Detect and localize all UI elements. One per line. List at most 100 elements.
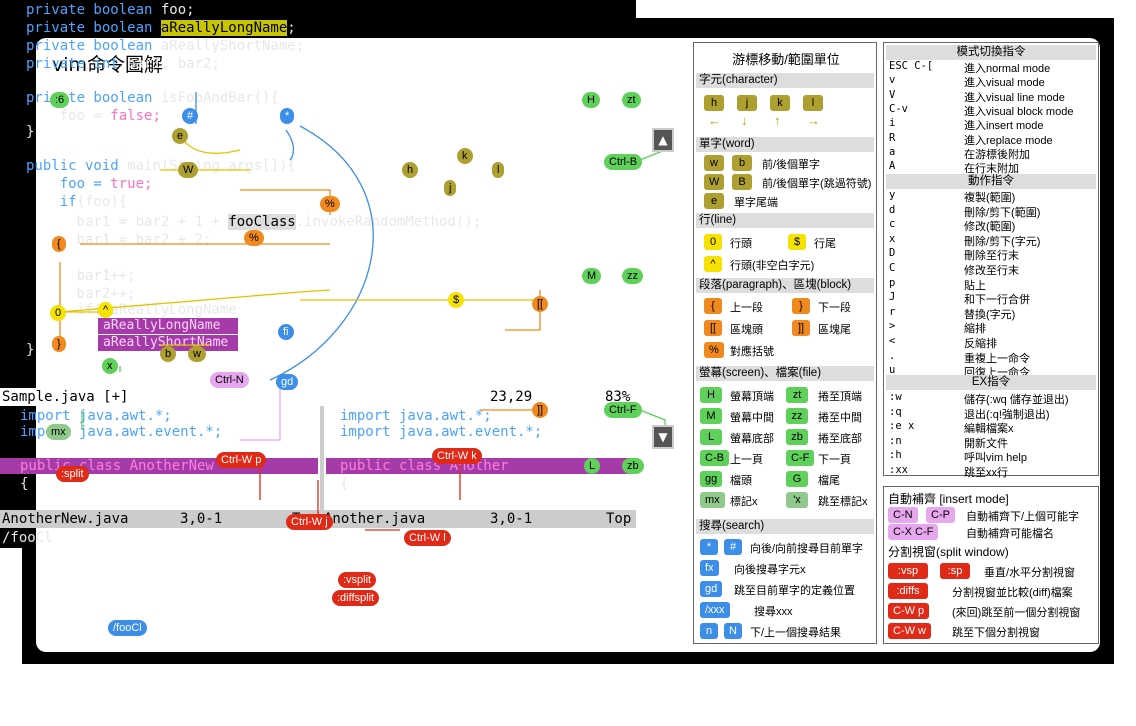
key-tag-ctrlwl[interactable]: Ctrl-W l — [404, 530, 451, 546]
key-tag-fi[interactable]: fi — [278, 324, 294, 340]
key-badge[interactable]: B — [732, 174, 752, 190]
key-badge[interactable]: H — [700, 387, 722, 403]
scroll-up-icon[interactable]: ▲ — [652, 128, 674, 152]
key-badge[interactable]: zz — [786, 408, 808, 424]
key-badge[interactable]: } — [792, 298, 810, 314]
key-badge[interactable]: gd — [700, 581, 723, 597]
key-tag-dollar[interactable]: $ — [448, 292, 465, 308]
cmd-key: C-v — [889, 102, 908, 115]
key-tag-bracket2[interactable]: ]] — [532, 402, 549, 418]
key-badge[interactable]: $ — [788, 234, 806, 250]
key-tag-e[interactable]: e — [172, 128, 189, 144]
key-tag-vsplit[interactable]: :vsplit — [338, 572, 377, 588]
key-badge[interactable]: k — [770, 95, 790, 111]
key-tag-j[interactable]: j — [444, 180, 457, 196]
split-divider[interactable] — [320, 406, 324, 510]
key-badge[interactable]: C-W p — [888, 603, 930, 619]
key-tag-W[interactable]: W — [178, 162, 199, 178]
key-tag-zb[interactable]: zb — [622, 458, 644, 474]
key-tag-caret[interactable]: ^ — [98, 302, 114, 318]
key-tag-zt[interactable]: zt — [622, 92, 641, 108]
key-tag-ctrlb[interactable]: Ctrl-B — [604, 154, 643, 170]
key-tag-gd[interactable]: gd — [276, 374, 299, 390]
key-tag-h[interactable]: h — [402, 162, 419, 178]
code-post: (foo){ — [76, 194, 128, 210]
key-tag-w[interactable]: w — [188, 346, 206, 362]
command-line[interactable]: /fooCl — [2, 530, 53, 546]
key-tag-zero[interactable]: 0 — [50, 305, 67, 321]
key-tag-mx[interactable]: mx — [46, 424, 71, 440]
key-badge[interactable]: fx — [700, 560, 719, 576]
key-badge[interactable]: { — [704, 298, 722, 314]
key-tag-diffsplit[interactable]: :diffsplit — [332, 590, 380, 606]
key-tag-ctrlf[interactable]: Ctrl-F — [604, 402, 642, 418]
key-tag-M[interactable]: M — [582, 268, 602, 284]
key-badge[interactable]: 'x — [786, 492, 808, 508]
key-badge[interactable]: C-W w — [888, 623, 931, 639]
key-badge[interactable]: :sp — [940, 563, 970, 579]
key-tag-t6[interactable]: :6 — [50, 92, 70, 108]
key-badge[interactable]: M — [700, 408, 722, 424]
key-badge[interactable]: [[ — [704, 320, 722, 336]
key-tag-ctrlwp[interactable]: Ctrl-W p — [216, 452, 267, 468]
key-badge[interactable]: ]] — [792, 320, 810, 336]
key-badge[interactable]: /xxx — [700, 602, 730, 618]
key-badge[interactable]: W — [704, 174, 725, 190]
key-badge[interactable]: C-B — [700, 450, 729, 466]
key-tag-ctrlwj[interactable]: Ctrl-W j — [286, 514, 333, 530]
key-badge[interactable]: :diffs — [888, 583, 928, 599]
key-tag-ctrlwk[interactable]: Ctrl-W k — [432, 448, 482, 464]
key-badge[interactable]: gg — [700, 471, 723, 487]
key-tag-hash[interactable]: # — [182, 108, 199, 124]
key-badge[interactable]: h — [704, 95, 724, 111]
key-badge[interactable]: zb — [786, 429, 808, 445]
key-tag-brace_open[interactable]: { — [52, 236, 66, 252]
key-badge[interactable]: C-F — [786, 450, 815, 466]
key-tag-zz[interactable]: zz — [622, 268, 643, 284]
key-badge[interactable]: b — [732, 155, 752, 171]
key-badge[interactable]: N — [724, 623, 742, 639]
split-right-line: import java.awt.event.*; — [340, 424, 543, 440]
key-badge[interactable]: L — [700, 429, 722, 445]
key-badge[interactable]: j — [737, 95, 757, 111]
scroll-down-icon[interactable]: ▼ — [652, 425, 674, 449]
cmd-desc: 進入visual block mode — [964, 105, 1074, 118]
key-tag-bracket1[interactable]: [[ — [532, 296, 549, 312]
key-badge[interactable]: e — [704, 193, 724, 209]
key-badge[interactable]: C-X C-F — [888, 524, 939, 540]
key-badge[interactable]: * — [700, 539, 718, 555]
key-badge[interactable]: # — [724, 539, 742, 555]
key-badge[interactable]: n — [700, 623, 718, 639]
key-badge[interactable]: 0 — [704, 234, 722, 250]
key-tag-l[interactable]: l — [492, 162, 505, 178]
key-tag-split[interactable]: :split — [56, 466, 89, 482]
key-tag-k[interactable]: k — [457, 148, 473, 164]
key-tag-x[interactable]: x — [102, 358, 118, 374]
key-badge[interactable]: zt — [786, 387, 808, 403]
key-tag-brace_close[interactable]: } — [52, 336, 66, 352]
key-badge[interactable]: C-N — [888, 507, 918, 523]
key-tag-L[interactable]: L — [584, 458, 601, 474]
diff-highlight-right — [326, 458, 636, 474]
completion-item[interactable]: aReallyLongName — [98, 318, 238, 334]
key-badge[interactable]: l — [803, 95, 823, 111]
key-tag-b[interactable]: b — [160, 346, 177, 362]
key-badge[interactable]: % — [704, 342, 724, 358]
key-tag-star[interactable]: * — [280, 108, 295, 124]
key-badge[interactable]: :vsp — [888, 563, 928, 579]
key-badge[interactable]: ^ — [704, 256, 722, 272]
cmd-key: v — [889, 74, 896, 87]
key-tag-ctrln[interactable]: Ctrl-N — [210, 372, 249, 388]
key-desc: 垂直/水平分割視窗 — [984, 567, 1076, 579]
key-badge[interactable]: w — [704, 155, 724, 171]
key-tag-H[interactable]: H — [582, 92, 600, 108]
cmd-desc: 刪除至行末 — [964, 250, 1019, 263]
key-badge[interactable]: C-P — [926, 507, 955, 523]
key-tag-search[interactable]: /fooCl — [108, 620, 147, 636]
key-tag-pct2[interactable]: % — [244, 230, 264, 246]
key-badge[interactable]: mx — [700, 492, 725, 508]
key-badge[interactable]: G — [786, 471, 808, 487]
key-tag-pct1[interactable]: % — [320, 196, 340, 212]
key-desc: 跳至目前單字的定義位置 — [734, 585, 855, 597]
